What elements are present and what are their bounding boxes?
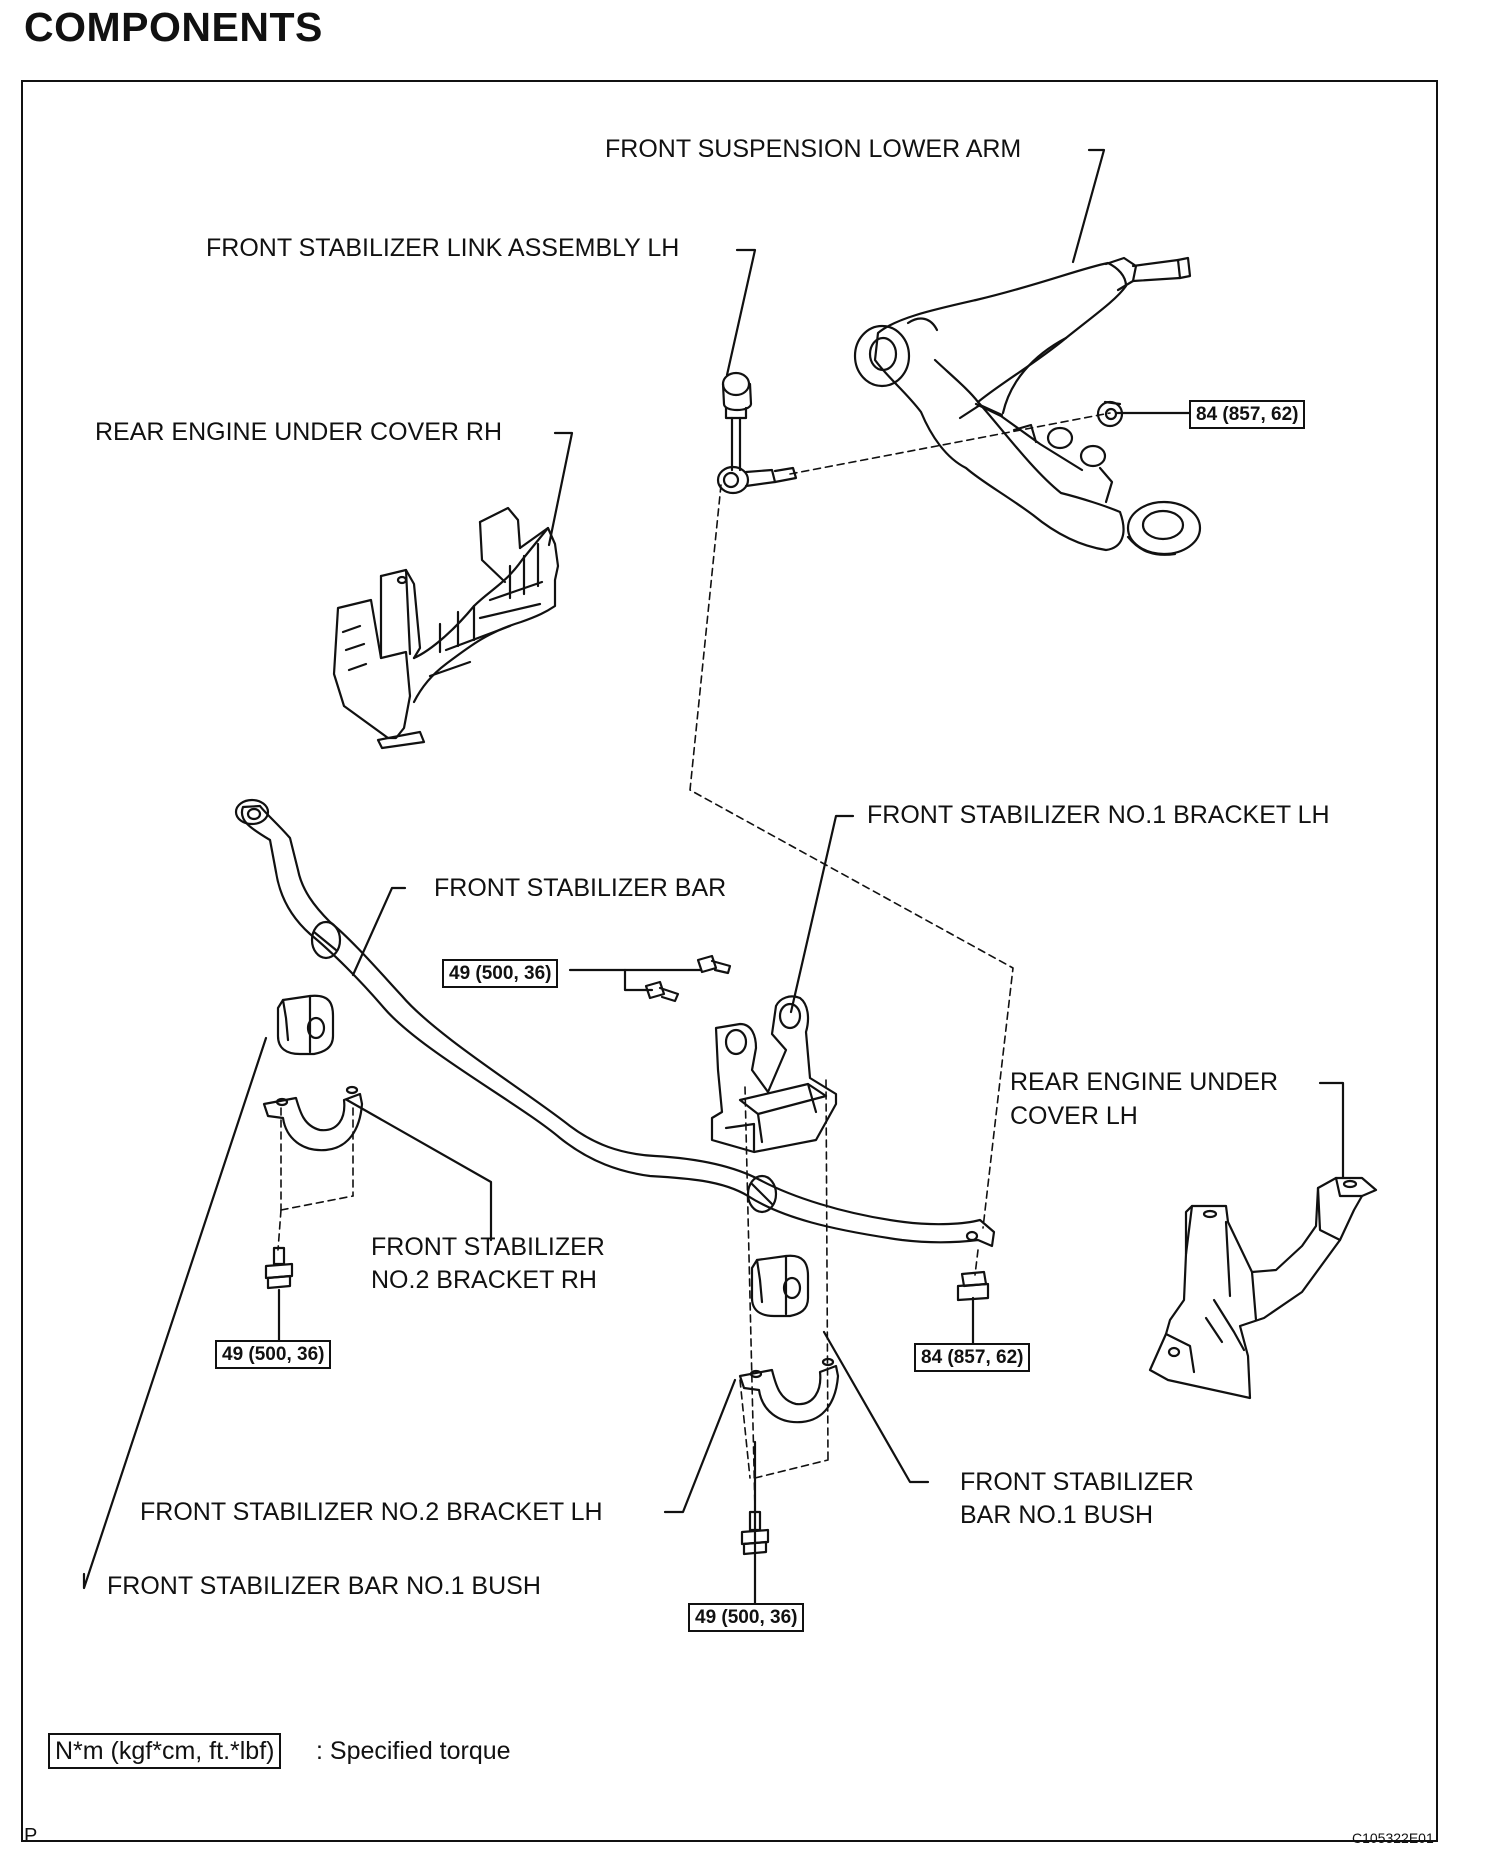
figure-id: C105322E01 [1352,1830,1434,1846]
alignment-dashes [277,412,1111,1511]
label-bracket2-rh-line2: NO.2 BRACKET RH [371,1266,597,1294]
cover-rh-drawing [332,506,560,750]
link-assembly-drawing [716,371,798,495]
bolt-upper-1-drawing [696,954,732,975]
legend-text: : Specified torque [316,1737,511,1765]
label-stabilizer-bar: FRONT STABILIZER BAR [434,874,727,902]
link-nut-drawing [956,1270,990,1302]
label-cover-lh-line1: REAR ENGINE UNDER [1010,1068,1279,1096]
label-bush-right-line1: FRONT STABILIZER [960,1468,1194,1496]
corner-letter: P [24,1825,38,1847]
torque-rh-bracket-bolt: 49 (500, 36) [215,1340,332,1369]
label-bush-left: FRONT STABILIZER BAR NO.1 BUSH [107,1572,541,1600]
label-cover-rh: REAR ENGINE UNDER COVER RH [95,418,502,446]
torque-lh-bracket-bolt: 49 (500, 36) [688,1603,805,1632]
bolt-upper-2-drawing [644,980,680,1003]
label-cover-lh-line2: COVER LH [1010,1102,1138,1130]
label-bracket2-lh: FRONT STABILIZER NO.2 BRACKET LH [140,1498,603,1526]
cover-lh-drawing [1148,1176,1378,1400]
label-bracket2-rh-line1: FRONT STABILIZER [371,1233,605,1261]
stabilizer-bar-drawing [234,798,996,1248]
label-bracket1-lh: FRONT STABILIZER NO.1 BRACKET LH [867,801,1330,829]
leader-lines [82,148,1345,1611]
bracket1-lh-drawing [710,995,838,1154]
bolt-lh-drawing [740,1510,770,1556]
label-link-assembly-lh: FRONT STABILIZER LINK ASSEMBLY LH [206,234,680,262]
lower-arm-nut-drawing [1096,400,1124,428]
torque-link-nut: 84 (857, 62) [914,1343,1031,1372]
label-bush-right-line2: BAR NO.1 BUSH [960,1501,1154,1529]
lower-arm-drawing [853,256,1202,556]
bush-right-drawing [750,1254,810,1318]
label-lower-arm: FRONT SUSPENSION LOWER ARM [605,135,1022,163]
legend-unit-box: N*m (kgf*cm, ft.*lbf) [48,1733,282,1769]
torque-lower-arm-nut: 84 (857, 62) [1189,400,1306,429]
page-title: COMPONENTS [24,4,323,50]
torque-bracket-bolts: 49 (500, 36) [442,959,559,988]
bolt-rh-drawing [264,1246,294,1290]
bracket-lh-drawing [738,1357,840,1424]
bush-left-drawing [276,994,335,1056]
diagram-frame [21,80,1438,1842]
bracket-rh-drawing [262,1085,364,1152]
